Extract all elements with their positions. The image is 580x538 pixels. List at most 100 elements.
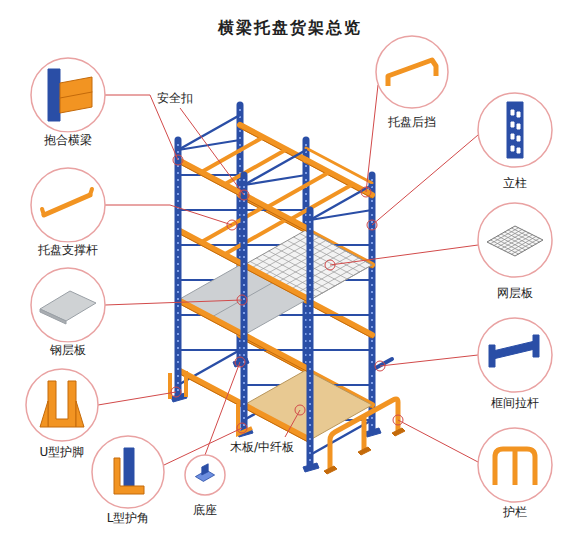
- leader-line: [98, 392, 176, 405]
- rail-foot: [324, 466, 337, 474]
- frame-brace: [310, 314, 372, 316]
- icon-hole: [511, 110, 514, 115]
- part-label: 钢层板: [48, 343, 88, 358]
- callout-icon: [48, 69, 92, 121]
- icon-l-guard: [114, 458, 144, 494]
- frame-brace: [178, 349, 240, 351]
- icon-mesh-wire: [501, 234, 529, 248]
- leader-marker: [375, 361, 385, 371]
- icon-spacer-plate: [489, 345, 495, 367]
- callout-icon: [195, 464, 214, 482]
- icon-base-stub: [202, 464, 208, 475]
- mesh-wire: [294, 237, 360, 272]
- leader-marker: [227, 220, 237, 230]
- icon-plate-edge: [40, 309, 66, 324]
- beam: [178, 230, 244, 265]
- icon-upright: [507, 102, 523, 158]
- pallet-support-bar: [224, 150, 286, 185]
- leader-marker: [393, 415, 403, 425]
- icon-connector: [48, 69, 60, 121]
- icon-mesh-wire: [508, 230, 536, 244]
- icon-u-gusset: [40, 401, 48, 427]
- icon-hole: [517, 136, 520, 141]
- beam-edge: [306, 303, 372, 338]
- base-plate: [303, 463, 319, 472]
- callout-icon: [489, 335, 539, 367]
- callout-circle: [478, 93, 552, 167]
- callout-icon: [40, 291, 96, 324]
- upright-holes: [243, 179, 245, 426]
- callout-circle: [185, 455, 225, 495]
- leader-marker: [295, 405, 305, 415]
- beam: [244, 195, 310, 230]
- guard-rail: [330, 399, 398, 470]
- frame-brace: [178, 115, 240, 150]
- icon-mesh-wire: [512, 228, 540, 242]
- icon-hook: [90, 189, 92, 195]
- leader-marker: [237, 423, 247, 433]
- beam-edge: [244, 198, 310, 233]
- part-label: 立柱: [501, 176, 529, 191]
- upright: [307, 210, 314, 465]
- part-label: 护栏: [501, 505, 529, 520]
- leader-line: [366, 85, 378, 192]
- beam-edge: [244, 338, 310, 373]
- icon-hole: [517, 124, 520, 129]
- leader-line: [105, 205, 232, 225]
- leader-marker: [367, 220, 377, 230]
- icon-u-guard: [48, 381, 76, 427]
- icon-mesh-wire: [508, 237, 536, 253]
- part-label: 托盘支撑杆: [36, 243, 100, 258]
- leader-line: [105, 300, 242, 305]
- callout-circle: [31, 268, 105, 342]
- icon-u-gusset: [76, 401, 84, 427]
- callout-icon: [114, 448, 144, 494]
- beam: [244, 265, 310, 300]
- callouts: [26, 36, 552, 508]
- leader-marker: [237, 295, 247, 305]
- frame-brace: [310, 349, 372, 351]
- l-corner-guard: [238, 404, 252, 434]
- leader-line: [180, 108, 244, 195]
- leader-line: [330, 245, 478, 265]
- beam-edge: [240, 338, 306, 373]
- pallet-support-bar: [290, 185, 352, 220]
- leader-line: [372, 135, 478, 225]
- callout-circle: [31, 168, 105, 242]
- part-label: 木板/中纤板: [228, 440, 296, 455]
- base-plate: [365, 428, 381, 437]
- beam: [244, 335, 310, 370]
- beam: [244, 405, 310, 440]
- mesh-wire: [290, 255, 352, 290]
- part-label: 抱合横梁: [42, 133, 94, 148]
- upright: [175, 140, 182, 395]
- icon-hole: [517, 112, 520, 117]
- part-label: U型护脚: [38, 445, 87, 460]
- mesh-wire: [306, 230, 372, 265]
- icon-upright: [124, 448, 134, 492]
- icon-mesh-wire: [505, 235, 533, 251]
- callout-circle: [31, 58, 105, 132]
- icon-spacer: [493, 341, 535, 359]
- callout-circle: [92, 436, 164, 508]
- beam: [178, 300, 244, 335]
- callout-circle: [26, 369, 98, 441]
- callout-icon: [507, 102, 523, 158]
- part-label: 底座: [191, 503, 219, 518]
- icon-plate: [40, 291, 96, 321]
- callout-icon: [42, 189, 92, 215]
- leader-marker: [171, 387, 181, 397]
- part-label: 托盘后挡: [386, 115, 438, 130]
- part-label: 框间拉杆: [489, 396, 541, 411]
- leader-marker: [361, 187, 371, 197]
- icon-bar: [44, 195, 90, 215]
- upright: [369, 175, 376, 430]
- callout-circle: [376, 36, 448, 108]
- leader-line: [398, 420, 478, 462]
- icon-mesh-wire: [505, 232, 533, 246]
- leader-marker: [239, 190, 249, 200]
- rail-foot: [392, 428, 405, 436]
- icon-rail: [495, 449, 535, 485]
